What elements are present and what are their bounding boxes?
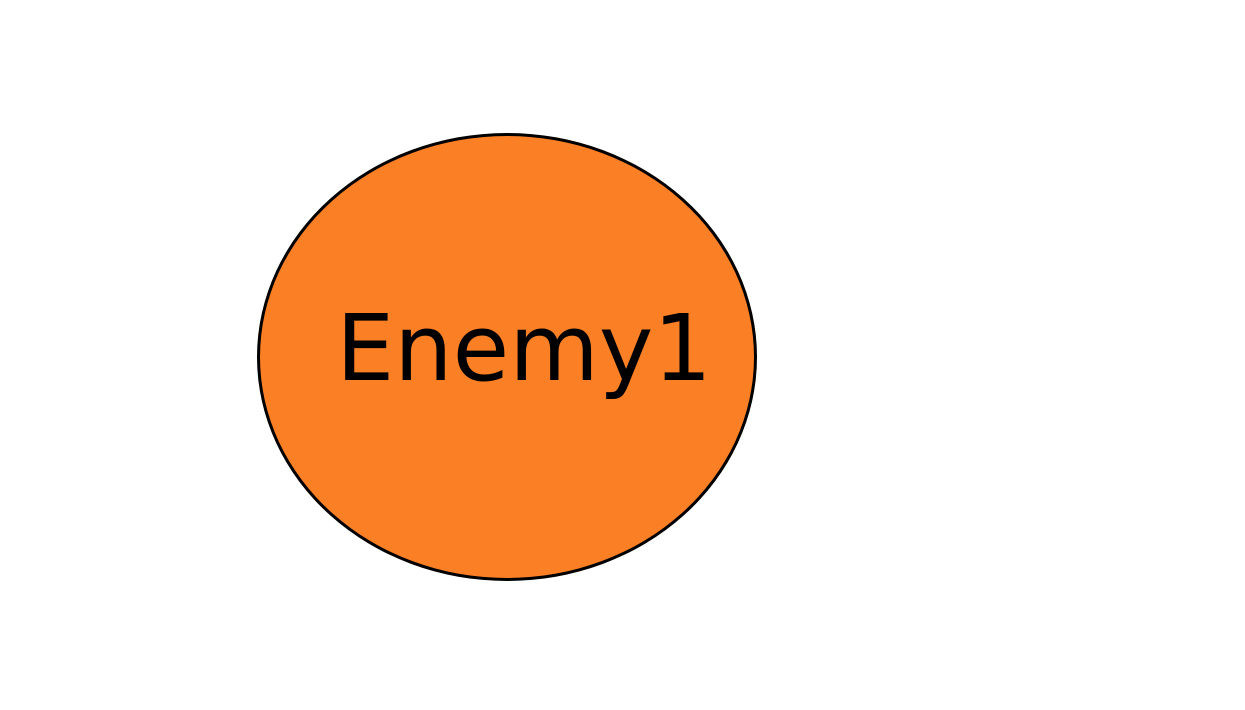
enemy-name-label: Enemy1 xyxy=(336,295,712,402)
enemy-sprite[interactable]: Enemy1 xyxy=(257,133,757,581)
